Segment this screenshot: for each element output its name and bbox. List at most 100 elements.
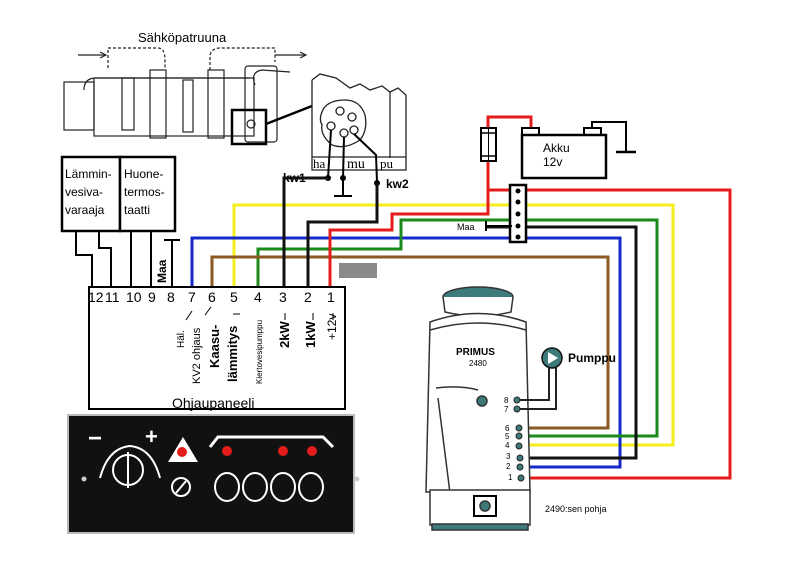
terminal-number: 6 — [208, 289, 216, 305]
connector-screw-icon — [246, 119, 256, 129]
boiler-terminal-6: 6 — [505, 424, 523, 433]
boiler-terminal-number: 2 — [506, 462, 511, 471]
connector-highlight-box — [230, 108, 268, 146]
power-button-3[interactable] — [270, 472, 296, 502]
boiler-terminal-8: 8 — [504, 396, 521, 405]
callout-line — [265, 104, 313, 126]
boiler-terminal-2: 2 — [506, 462, 524, 471]
power-led-3 — [278, 446, 288, 456]
boiler-panel-edge — [437, 397, 451, 494]
accessory-wires — [75, 231, 152, 287]
cartridge-clamp-1 — [149, 69, 167, 139]
fuse — [480, 127, 497, 162]
dashed-duct-left — [107, 47, 166, 70]
junction-terminal — [515, 199, 521, 205]
led-bracket — [208, 435, 335, 449]
junction-terminal — [515, 234, 521, 240]
label-kw2: kw2 — [386, 177, 409, 191]
wire-brown-pin6 — [210, 255, 610, 430]
boiler-terminal-number: 8 — [504, 396, 509, 405]
pump-label: Pumppu — [568, 351, 616, 365]
boiler-base-socket-icon — [479, 500, 491, 512]
dashed-duct-right — [209, 47, 276, 70]
power-led-4 — [307, 446, 317, 456]
battery-voltage: 12v — [543, 155, 562, 169]
power-button-2[interactable] — [242, 472, 268, 502]
cartridge-cable — [252, 69, 291, 86]
boiler-terminal-4: 4 — [505, 441, 523, 450]
cartridge-body — [93, 77, 255, 137]
boiler-model: 2480 — [469, 359, 487, 368]
cartridge-terminal-housing — [244, 65, 278, 143]
ground-label-pin8: Maa — [155, 259, 169, 283]
function-label-12v: +12v — [325, 314, 339, 340]
hot-water-tank-label-3: varaaja — [65, 203, 105, 217]
socket-hole — [339, 128, 349, 138]
boiler-foot — [431, 523, 529, 531]
boiler-terminals: 8 7 6 5 4 3 2 1 — [504, 396, 525, 482]
alarm-indicator — [168, 437, 198, 462]
control-panel-face — [67, 414, 355, 534]
terminal-number: 5 — [230, 289, 238, 305]
boiler-panel-line — [435, 386, 479, 391]
wires — [190, 115, 732, 480]
cartridge-ring-2 — [182, 79, 194, 133]
wire-pu — [353, 133, 378, 183]
wire-blue-pin7 — [190, 236, 622, 469]
boiler-terminal-number: 6 — [505, 424, 510, 433]
pump: Pumppu — [517, 347, 616, 410]
wire-green-pin4 — [256, 218, 659, 438]
power-button-1[interactable] — [214, 472, 240, 502]
pump-wire-8 — [517, 368, 550, 401]
connector-housing — [311, 73, 407, 171]
terminal-number: 4 — [254, 289, 262, 305]
room-thermostat-label-2: termos- — [124, 185, 165, 199]
terminal-number: 2 — [304, 289, 312, 305]
panel-screw — [354, 476, 360, 482]
accessory-boxes: Lämmin- vesiva- varaaja Huone- termos- t… — [60, 155, 180, 287]
boiler-terminal-3: 3 — [506, 452, 524, 462]
boiler-terminal-1: 1 — [508, 473, 525, 482]
terminal-number: 11 — [105, 289, 120, 305]
wire-black-pin2-kw2 — [306, 183, 379, 287]
reset-knob[interactable] — [171, 477, 191, 497]
terminal-number: 7 — [188, 289, 196, 305]
terminal-number: 3 — [279, 289, 287, 305]
temperature-knob[interactable] — [99, 444, 161, 488]
hot-water-tank-box — [60, 155, 122, 233]
pin-label-ha: ha — [313, 156, 326, 171]
ground-symbol-pin8 — [164, 239, 180, 287]
gray-connector-tab — [339, 263, 377, 278]
control-panel: − + — [67, 414, 360, 534]
function-label-1kw: 1kW — [303, 321, 318, 348]
junction-terminal — [515, 223, 521, 229]
room-thermostat-box — [118, 155, 177, 233]
boiler-thermostat-knob[interactable] — [476, 395, 488, 407]
alarm-led — [177, 447, 187, 457]
wire-black-pin3-kw1 — [282, 176, 328, 287]
connector-closeup: ha mu pu — [311, 73, 407, 183]
panel-screw — [81, 476, 87, 482]
terminal-number: 10 — [126, 289, 142, 305]
battery: Akku 12v — [520, 121, 636, 180]
temperature-minus-icon: − — [88, 425, 102, 452]
wire-yellow-pin5 — [232, 203, 675, 447]
terminal-number: 9 — [148, 289, 156, 305]
power-button-4[interactable] — [298, 472, 324, 502]
pump-wire-7 — [517, 367, 557, 410]
room-thermostat-label-3: taatti — [124, 203, 150, 217]
function-label-gas-1: Kaasu- — [207, 325, 222, 368]
flow-in-arrow-head — [99, 51, 108, 59]
hot-water-tank-label-1: Lämmin- — [65, 167, 112, 181]
control-panel-title: Ohjaupaneeli — [172, 395, 255, 411]
power-led-1 — [222, 446, 232, 456]
control-unit-body — [88, 286, 346, 410]
junction-terminal — [515, 188, 521, 194]
wire-black-junction-boiler3 — [485, 225, 638, 460]
socket-hole — [335, 106, 345, 116]
function-label-alarm: Häl. — [176, 330, 187, 348]
boiler — [425, 286, 531, 531]
heater-cartridge-title: Sähköpatruuna — [138, 30, 227, 45]
cartridge-clamp-2 — [207, 69, 225, 139]
